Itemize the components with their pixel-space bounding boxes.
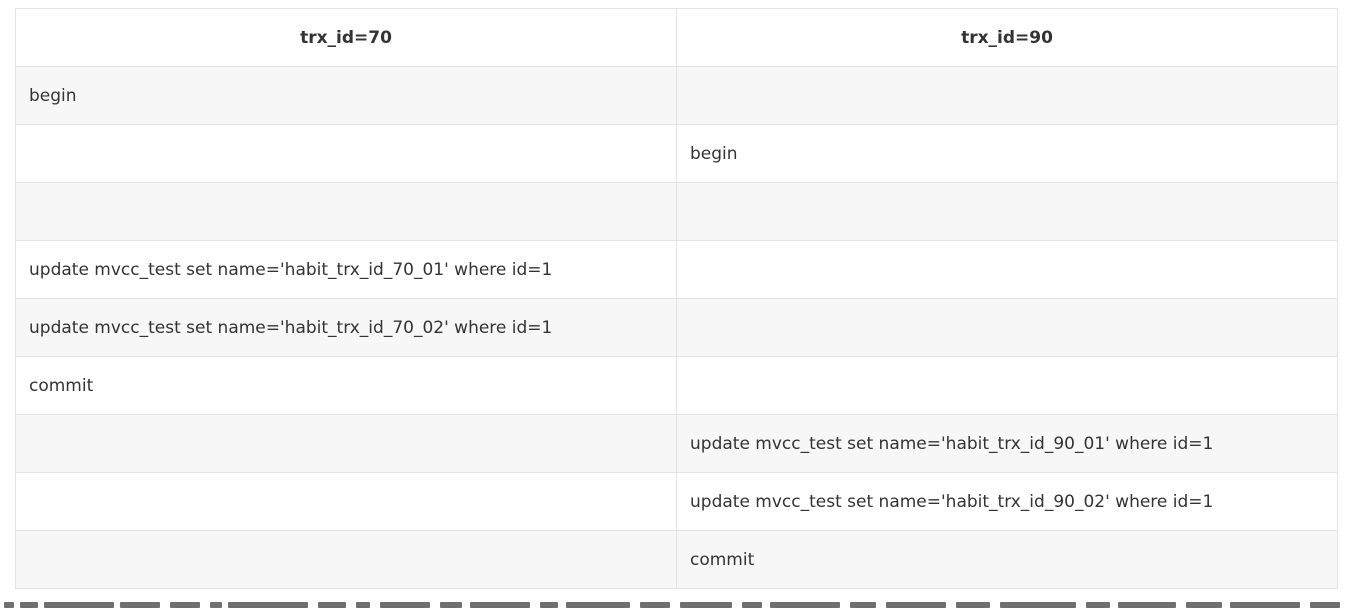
- table-row: commit: [15, 530, 1338, 589]
- table-row: begin: [15, 124, 1338, 183]
- table-cell-trx-70: commit: [15, 356, 677, 415]
- column-header-trx-70: trx_id=70: [15, 8, 677, 67]
- table-row: commit: [15, 356, 1338, 415]
- table-cell-trx-90: [676, 298, 1338, 357]
- table-cell-trx-90: [676, 240, 1338, 299]
- table-header-row: trx_id=70 trx_id=90: [15, 8, 1338, 67]
- table-cell-trx-90: update mvcc_test set name='habit_trx_id_…: [676, 472, 1338, 531]
- table-cell-trx-70: [15, 124, 677, 183]
- table-row: begin: [15, 66, 1338, 125]
- table-cell-trx-90: begin: [676, 124, 1338, 183]
- table-cell-trx-70: begin: [15, 66, 677, 125]
- table-cell-trx-70: [15, 472, 677, 531]
- table-cell-trx-90: [676, 66, 1338, 125]
- table-cell-trx-70: update mvcc_test set name='habit_trx_id_…: [15, 240, 677, 299]
- table-cell-trx-70: [15, 182, 677, 241]
- table-cell-trx-90: [676, 356, 1338, 415]
- table-cell-trx-90: commit: [676, 530, 1338, 589]
- table-row: update mvcc_test set name='habit_trx_id_…: [15, 298, 1338, 357]
- transaction-timeline-table: trx_id=70 trx_id=90 begin begin update m…: [15, 8, 1338, 589]
- table-row: update mvcc_test set name='habit_trx_id_…: [15, 414, 1338, 473]
- table-cell-trx-90: update mvcc_test set name='habit_trx_id_…: [676, 414, 1338, 473]
- table-cell-trx-70: update mvcc_test set name='habit_trx_id_…: [15, 298, 677, 357]
- table-row: update mvcc_test set name='habit_trx_id_…: [15, 472, 1338, 531]
- table-row: [15, 182, 1338, 241]
- table-cell-trx-70: [15, 530, 677, 589]
- table-cell-trx-90: [676, 182, 1338, 241]
- column-header-trx-90: trx_id=90: [676, 8, 1338, 67]
- table-cell-trx-70: [15, 414, 677, 473]
- cropped-text-line: [0, 598, 1355, 608]
- table-row: update mvcc_test set name='habit_trx_id_…: [15, 240, 1338, 299]
